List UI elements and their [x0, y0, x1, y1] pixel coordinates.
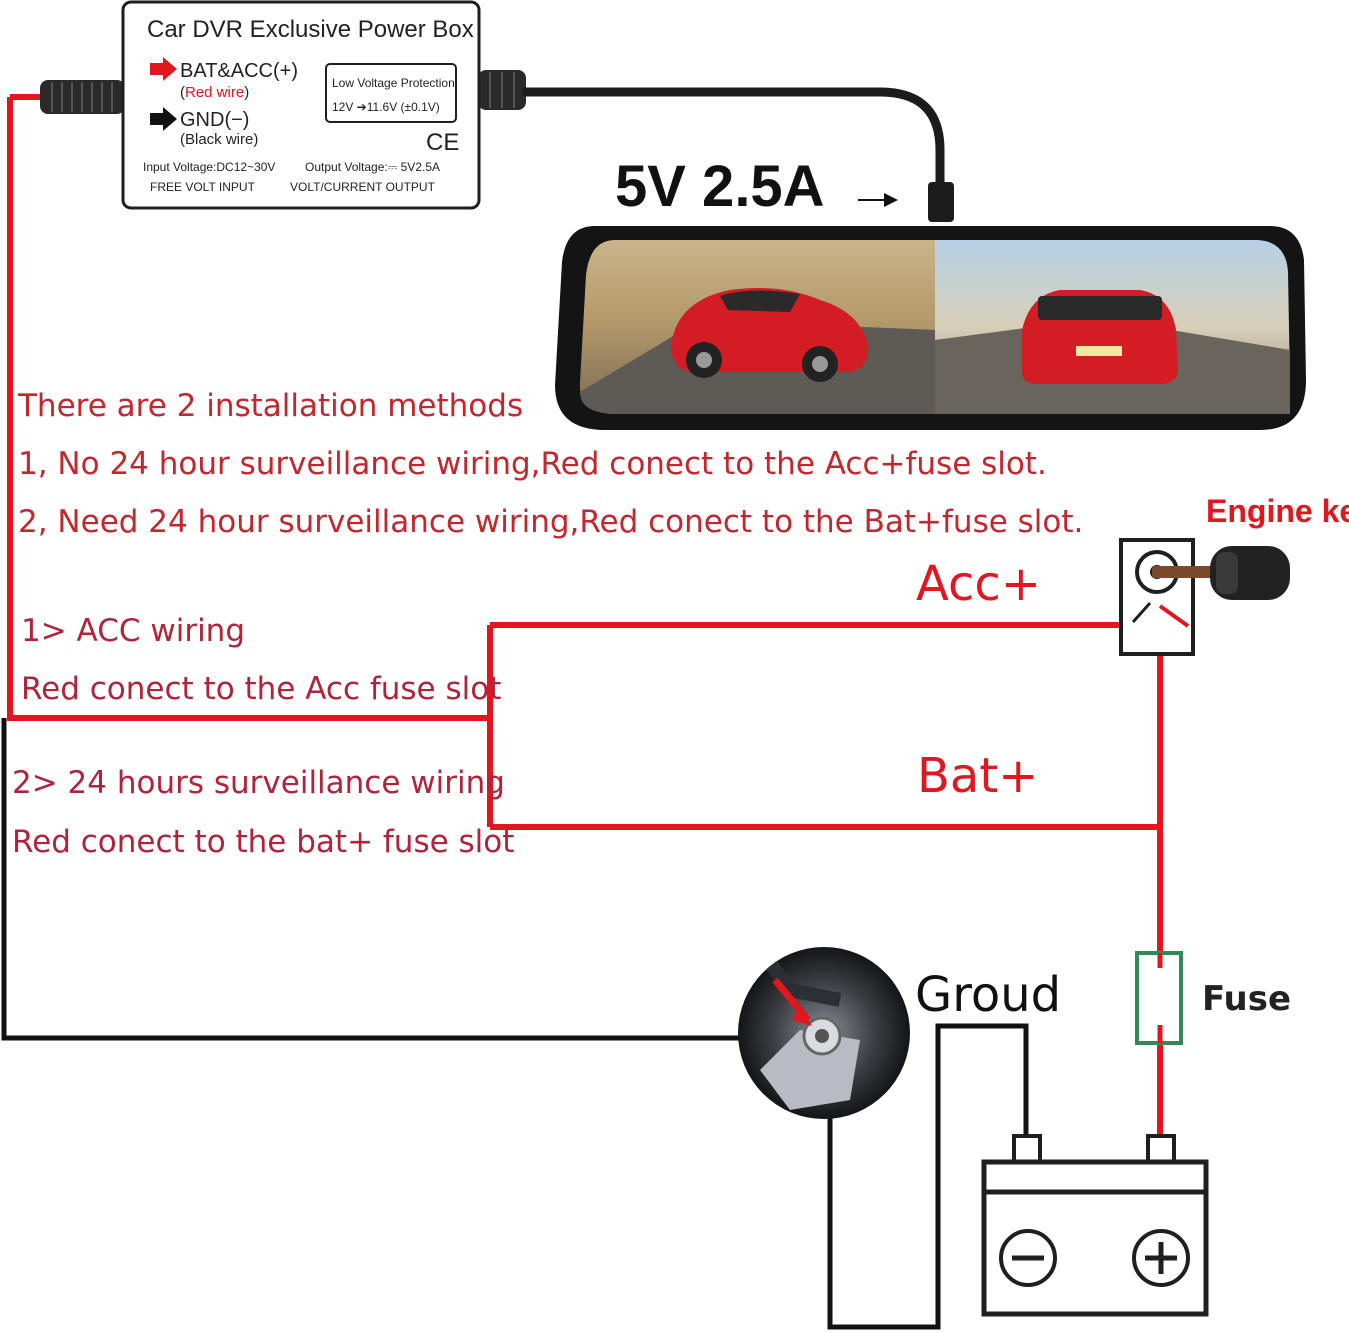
battery: [981, 1134, 1209, 1317]
low-voltage-box: [325, 63, 457, 123]
instructions-line2: 2, Need 24 hour surveillance wiring,Red …: [18, 504, 1083, 540]
power-cable: [40, 70, 954, 222]
black-arrow-icon: [150, 107, 177, 131]
ignition-switch: [1119, 538, 1195, 656]
red-arrow-icon: [150, 57, 177, 81]
bat-method-title: 2> 24 hours surveillance wiring: [12, 765, 505, 801]
ground-label: Groud: [915, 967, 1061, 1023]
bat-method-desc: Red conect to the bat+ fuse slot: [12, 824, 514, 860]
acc-method-title: 1> ACC wiring: [21, 613, 245, 649]
instructions-line1: 1, No 24 hour surveillance wiring,Red co…: [18, 446, 1047, 482]
engine-key-label: Engine key: [1206, 493, 1349, 529]
instructions-heading: There are 2 installation methods: [17, 388, 523, 424]
bat-acc-note: (Red wire): [180, 84, 249, 101]
power-box: Car DVR Exclusive Power Box BAT&ACC(+) (…: [121, 0, 481, 210]
output-rating: 5V 2.5A: [615, 154, 825, 219]
fuse: [1135, 951, 1183, 1045]
output-caption: VOLT/CURRENT OUTPUT: [290, 180, 436, 194]
black-wire: [1, 718, 1029, 1330]
bat-terminal-label: Bat+: [917, 748, 1038, 804]
car-key-icon: [1152, 546, 1290, 600]
acc-terminal-label: Acc+: [916, 556, 1041, 612]
ce-mark: CE: [426, 129, 459, 156]
power-box-title: Car DVR Exclusive Power Box: [147, 16, 474, 43]
bat-acc-label: BAT&ACC(+): [180, 60, 298, 82]
acc-method-desc: Red conect to the Acc fuse slot: [21, 671, 501, 707]
gnd-label: GND(−): [180, 109, 249, 131]
ground-bolt-photo: [738, 947, 910, 1119]
red-wire: [7, 94, 1163, 1138]
input-caption: FREE VOLT INPUT: [150, 180, 256, 194]
output-voltage: Output Voltage:⎓ 5V2.5A: [305, 160, 440, 174]
input-voltage: Input Voltage:DC12~30V: [143, 160, 275, 174]
gnd-note: (Black wire): [180, 131, 258, 148]
low-voltage-title: Low Voltage Protection: [332, 76, 455, 90]
fuse-label: Fuse: [1202, 979, 1291, 1019]
low-voltage-value: 12V ➔11.6V (±0.1V): [332, 100, 440, 114]
pointer-arrow-icon: [858, 193, 898, 207]
mirror-dashcam: [555, 226, 1306, 430]
